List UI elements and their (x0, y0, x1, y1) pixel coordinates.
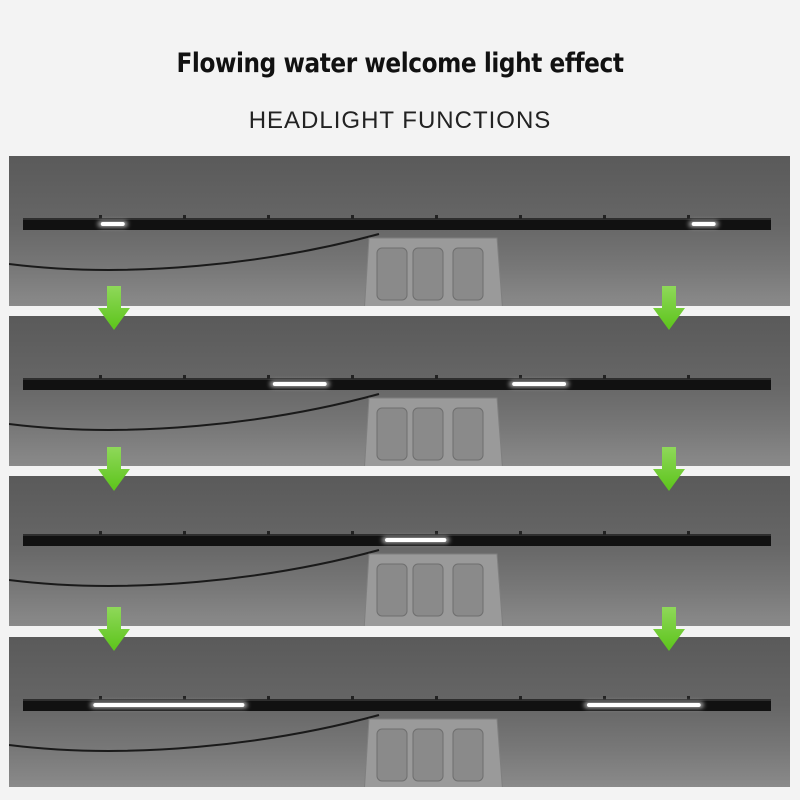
page-title: Flowing water welcome light effect (176, 48, 624, 79)
panel-step-2 (9, 316, 790, 466)
down-arrow-icon (98, 447, 130, 491)
down-arrow-icon (98, 286, 130, 330)
panel-photo (9, 215, 771, 306)
lit-segment (382, 537, 450, 543)
lit-segment (584, 702, 704, 708)
stand-block (364, 397, 503, 466)
power-cable (9, 393, 380, 431)
page-subtitle: HEADLIGHT FUNCTIONS (248, 107, 552, 134)
light-strip-bar (23, 218, 771, 230)
stand-block (363, 553, 504, 626)
down-arrow-icon (653, 286, 685, 330)
lit-segment (688, 221, 719, 227)
lit-segment (509, 381, 570, 387)
light-strip-bar (23, 378, 771, 390)
lit-segment (269, 381, 330, 387)
power-cable (9, 233, 380, 271)
power-cable (9, 714, 380, 752)
panel-photo (9, 531, 771, 626)
power-cable (9, 549, 380, 587)
panel-photo (9, 696, 771, 787)
panel-step-1 (9, 156, 790, 306)
lit-segment (97, 221, 128, 227)
down-arrow-icon (98, 607, 130, 651)
down-arrow-icon (653, 447, 685, 491)
panel-step-3 (9, 476, 790, 626)
stand-block (364, 718, 503, 787)
panel-photo (9, 375, 771, 466)
down-arrow-icon (653, 607, 685, 651)
stand-block (364, 237, 503, 306)
panel-step-4 (9, 637, 790, 787)
lit-segment (90, 702, 248, 708)
